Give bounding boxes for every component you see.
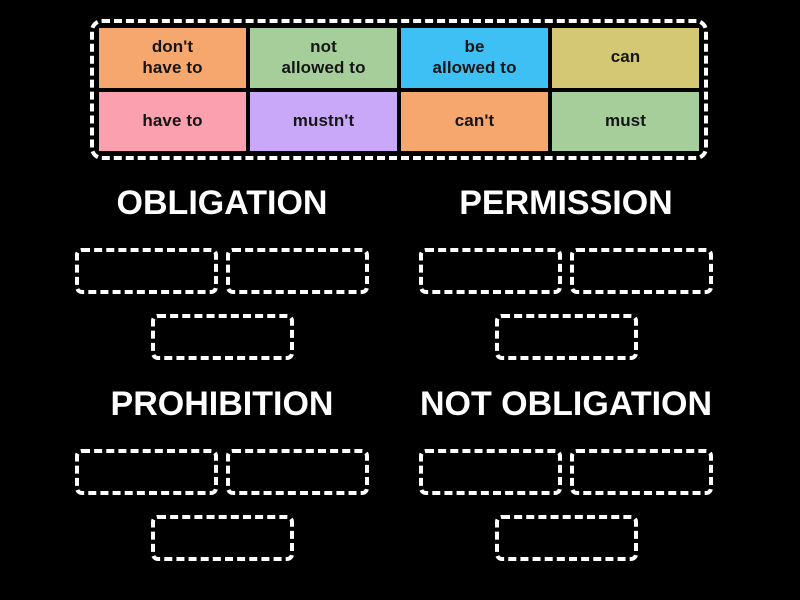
word-tile-mustnt[interactable]: mustn't <box>250 91 397 151</box>
drop-zone-set-obligation <box>52 248 392 360</box>
drop-zone-set-prohibition <box>52 449 392 561</box>
drop-zone-row <box>150 314 294 360</box>
draggable-tile-tray: don't have to not allowed to be allowed … <box>90 19 708 160</box>
category-title-obligation: OBLIGATION <box>116 184 328 222</box>
drop-zone-permission-3[interactable] <box>494 314 638 360</box>
drop-zone-row <box>494 314 638 360</box>
word-tile-not-allowed-to[interactable]: not allowed to <box>250 28 397 88</box>
category-title-not-obligation: NOT OBLIGATION <box>419 385 713 423</box>
word-tile-cant[interactable]: can't <box>401 91 548 151</box>
drop-zone-prohibition-3[interactable] <box>150 515 294 561</box>
category-title-prohibition: PROHIBITION <box>110 385 334 423</box>
category-group-not-obligation: NOT OBLIGATION <box>396 387 736 572</box>
drop-zone-row <box>419 449 713 495</box>
drop-zone-obligation-3[interactable] <box>150 314 294 360</box>
drop-zone-row <box>75 248 369 294</box>
category-title-permission: PERMISSION <box>459 184 673 222</box>
drop-zone-obligation-2[interactable] <box>226 248 369 294</box>
tile-row-1: don't have to not allowed to be allowed … <box>99 28 699 88</box>
drop-zone-not-obligation-3[interactable] <box>494 515 638 561</box>
word-tile-must[interactable]: must <box>552 91 699 151</box>
tile-row-2: have to mustn't can't must <box>99 91 699 151</box>
drop-zone-row <box>150 515 294 561</box>
drop-zone-prohibition-1[interactable] <box>75 449 218 495</box>
word-tile-dont-have-to[interactable]: don't have to <box>99 28 246 88</box>
drop-zone-not-obligation-2[interactable] <box>570 449 713 495</box>
word-tile-be-allowed-to[interactable]: be allowed to <box>401 28 548 88</box>
word-tile-have-to[interactable]: have to <box>99 91 246 151</box>
category-group-permission: PERMISSION <box>396 186 736 371</box>
drop-zone-not-obligation-1[interactable] <box>419 449 562 495</box>
drop-zone-row <box>75 449 369 495</box>
drop-zone-set-not-obligation <box>396 449 736 561</box>
category-group-prohibition: PROHIBITION <box>52 387 392 572</box>
drop-zone-set-permission <box>396 248 736 360</box>
drop-zone-row <box>494 515 638 561</box>
drop-zone-row <box>419 248 713 294</box>
category-group-obligation: OBLIGATION <box>52 186 392 371</box>
drop-zone-prohibition-2[interactable] <box>226 449 369 495</box>
drop-zone-permission-1[interactable] <box>419 248 562 294</box>
word-tile-can[interactable]: can <box>552 28 699 88</box>
drop-zone-permission-2[interactable] <box>570 248 713 294</box>
drop-zone-obligation-1[interactable] <box>75 248 218 294</box>
